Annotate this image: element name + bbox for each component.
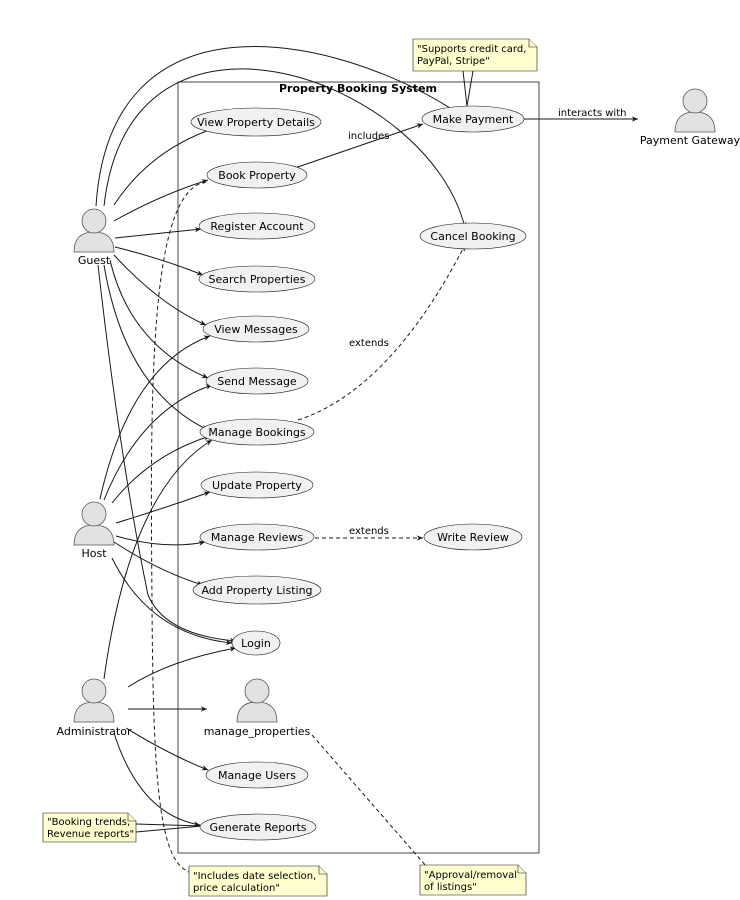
use-case-write-review[interactable]: Write Review: [423, 523, 523, 551]
edge-guest-cancel-booking: [103, 68, 467, 229]
note-reports: "Booking trends, Revenue reports": [42, 812, 137, 843]
edge-host-send-message: [103, 384, 213, 501]
edge-manage-bookings-extends-cancel: [297, 244, 466, 421]
use-case-generate-reports[interactable]: Generate Reports: [199, 813, 317, 841]
use-case-label: Add Property Listing: [201, 584, 312, 597]
note-reports-line2: Revenue reports": [47, 829, 134, 840]
note-connector-booking: [150, 181, 207, 873]
label-extends-cancel: extends: [349, 338, 389, 349]
label-extends-review: extends: [349, 526, 389, 537]
edge-guest-view-messages: [113, 254, 207, 326]
actor-payment-gateway[interactable]: Payment Gateway: [640, 88, 740, 147]
use-case-book-property[interactable]: Book Property: [206, 161, 308, 189]
use-case-cancel-booking[interactable]: Cancel Booking: [419, 222, 527, 250]
actor-payment-gateway-label: Payment Gateway: [640, 134, 740, 147]
system-boundary: [177, 81, 540, 854]
edge-guest-register: [114, 226, 202, 239]
label-interacts-with: interacts with: [558, 108, 626, 119]
actor-icon: [73, 501, 115, 546]
note-connector-reports: [135, 823, 203, 833]
use-case-manage-bookings[interactable]: Manage Bookings: [199, 418, 315, 446]
use-case-label: Update Property: [212, 479, 302, 492]
use-case-label: Manage Reviews: [211, 531, 303, 544]
use-case-update-property[interactable]: Update Property: [200, 471, 314, 499]
actor-manage-properties[interactable]: manage_properties: [204, 678, 311, 738]
actor-administrator[interactable]: Administrator: [57, 678, 132, 738]
edge-host-view-messages: [99, 335, 211, 500]
use-case-label: Login: [241, 637, 271, 650]
use-case-label: Book Property: [218, 169, 296, 182]
edge-guest-send-message: [109, 259, 209, 379]
edge-host-manage-bookings: [111, 435, 211, 504]
edge-host-login: [111, 557, 233, 646]
actor-guest[interactable]: Guest: [73, 208, 115, 267]
use-case-label: View Property Details: [197, 116, 315, 129]
use-case-manage-users[interactable]: Manage Users: [205, 761, 309, 789]
edge-admin-manage-bookings: [103, 439, 213, 680]
note-booking-line2: price calculation": [193, 883, 280, 894]
use-case-label: Register Account: [210, 220, 304, 233]
use-case-label: Manage Bookings: [208, 426, 306, 439]
edge-guest-manage-bookings: [103, 264, 209, 431]
edge-guest-search: [114, 246, 204, 276]
actor-administrator-label: Administrator: [57, 725, 132, 738]
actor-host-label: Host: [81, 547, 107, 560]
note-booking-line1: "Includes date selection,: [193, 871, 316, 882]
note-booking: "Includes date selection, price calculat…: [188, 865, 328, 897]
use-case-label: Search Properties: [209, 273, 306, 286]
use-case-send-message[interactable]: Send Message: [205, 367, 309, 395]
actor-guest-label: Guest: [78, 254, 111, 267]
use-case-label: View Messages: [214, 323, 298, 336]
use-case-view-messages[interactable]: View Messages: [202, 315, 310, 343]
actor-icon: [73, 208, 115, 253]
note-payment: "Supports credit card, PayPal, Stripe": [412, 38, 538, 72]
note-reports-line1: "Booking trends,: [47, 817, 130, 828]
edge-host-manage-reviews: [115, 535, 206, 546]
edge-guest-make-payment: [95, 46, 459, 207]
edge-admin-generate-reports: [113, 732, 201, 827]
use-case-label: Manage Users: [218, 769, 296, 782]
use-case-label: Send Message: [217, 375, 297, 388]
actor-icon: [73, 678, 115, 723]
use-case-manage-reviews[interactable]: Manage Reviews: [199, 523, 315, 551]
edges: [95, 46, 638, 873]
actor-host[interactable]: Host: [73, 501, 115, 560]
edge-guest-book: [113, 179, 209, 222]
edge-admin-manage-users: [125, 727, 209, 771]
use-case-register-account[interactable]: Register Account: [198, 212, 316, 240]
use-case-make-payment[interactable]: Make Payment: [421, 105, 525, 133]
note-listings-line2: of listings": [424, 882, 477, 893]
edge-host-update-property: [115, 491, 211, 524]
note-payment-line2: PayPal, Stripe": [417, 56, 490, 67]
actor-icon: [674, 88, 716, 133]
note-listings: "Approval/removal of listings": [419, 864, 527, 896]
system-title: Property Booking System: [279, 82, 437, 95]
use-case-label: Generate Reports: [209, 821, 306, 834]
actor-icon: [236, 678, 278, 723]
use-case-label: Cancel Booking: [430, 230, 515, 243]
note-connector-payment: [462, 70, 474, 107]
use-case-add-property-listing[interactable]: Add Property Listing: [192, 575, 322, 605]
note-connector-listings: [311, 734, 427, 867]
use-case-label: Make Payment: [433, 113, 514, 126]
note-payment-line1: "Supports credit card,: [417, 44, 526, 55]
use-case-view-property-details[interactable]: View Property Details: [190, 107, 322, 137]
edge-guest-view-details: [113, 127, 216, 206]
edge-host-add-listing: [113, 541, 204, 586]
use-case-label: Write Review: [437, 531, 509, 544]
use-case-login[interactable]: Login: [231, 630, 281, 656]
note-listings-line1: "Approval/removal: [424, 870, 517, 881]
use-case-search-properties[interactable]: Search Properties: [198, 265, 316, 293]
edge-guest-login: [97, 264, 237, 644]
edge-book-includes-payment: [288, 123, 424, 171]
label-includes: includes: [348, 131, 389, 142]
actor-manage-properties-label: manage_properties: [204, 725, 311, 738]
edge-admin-login: [127, 646, 237, 688]
